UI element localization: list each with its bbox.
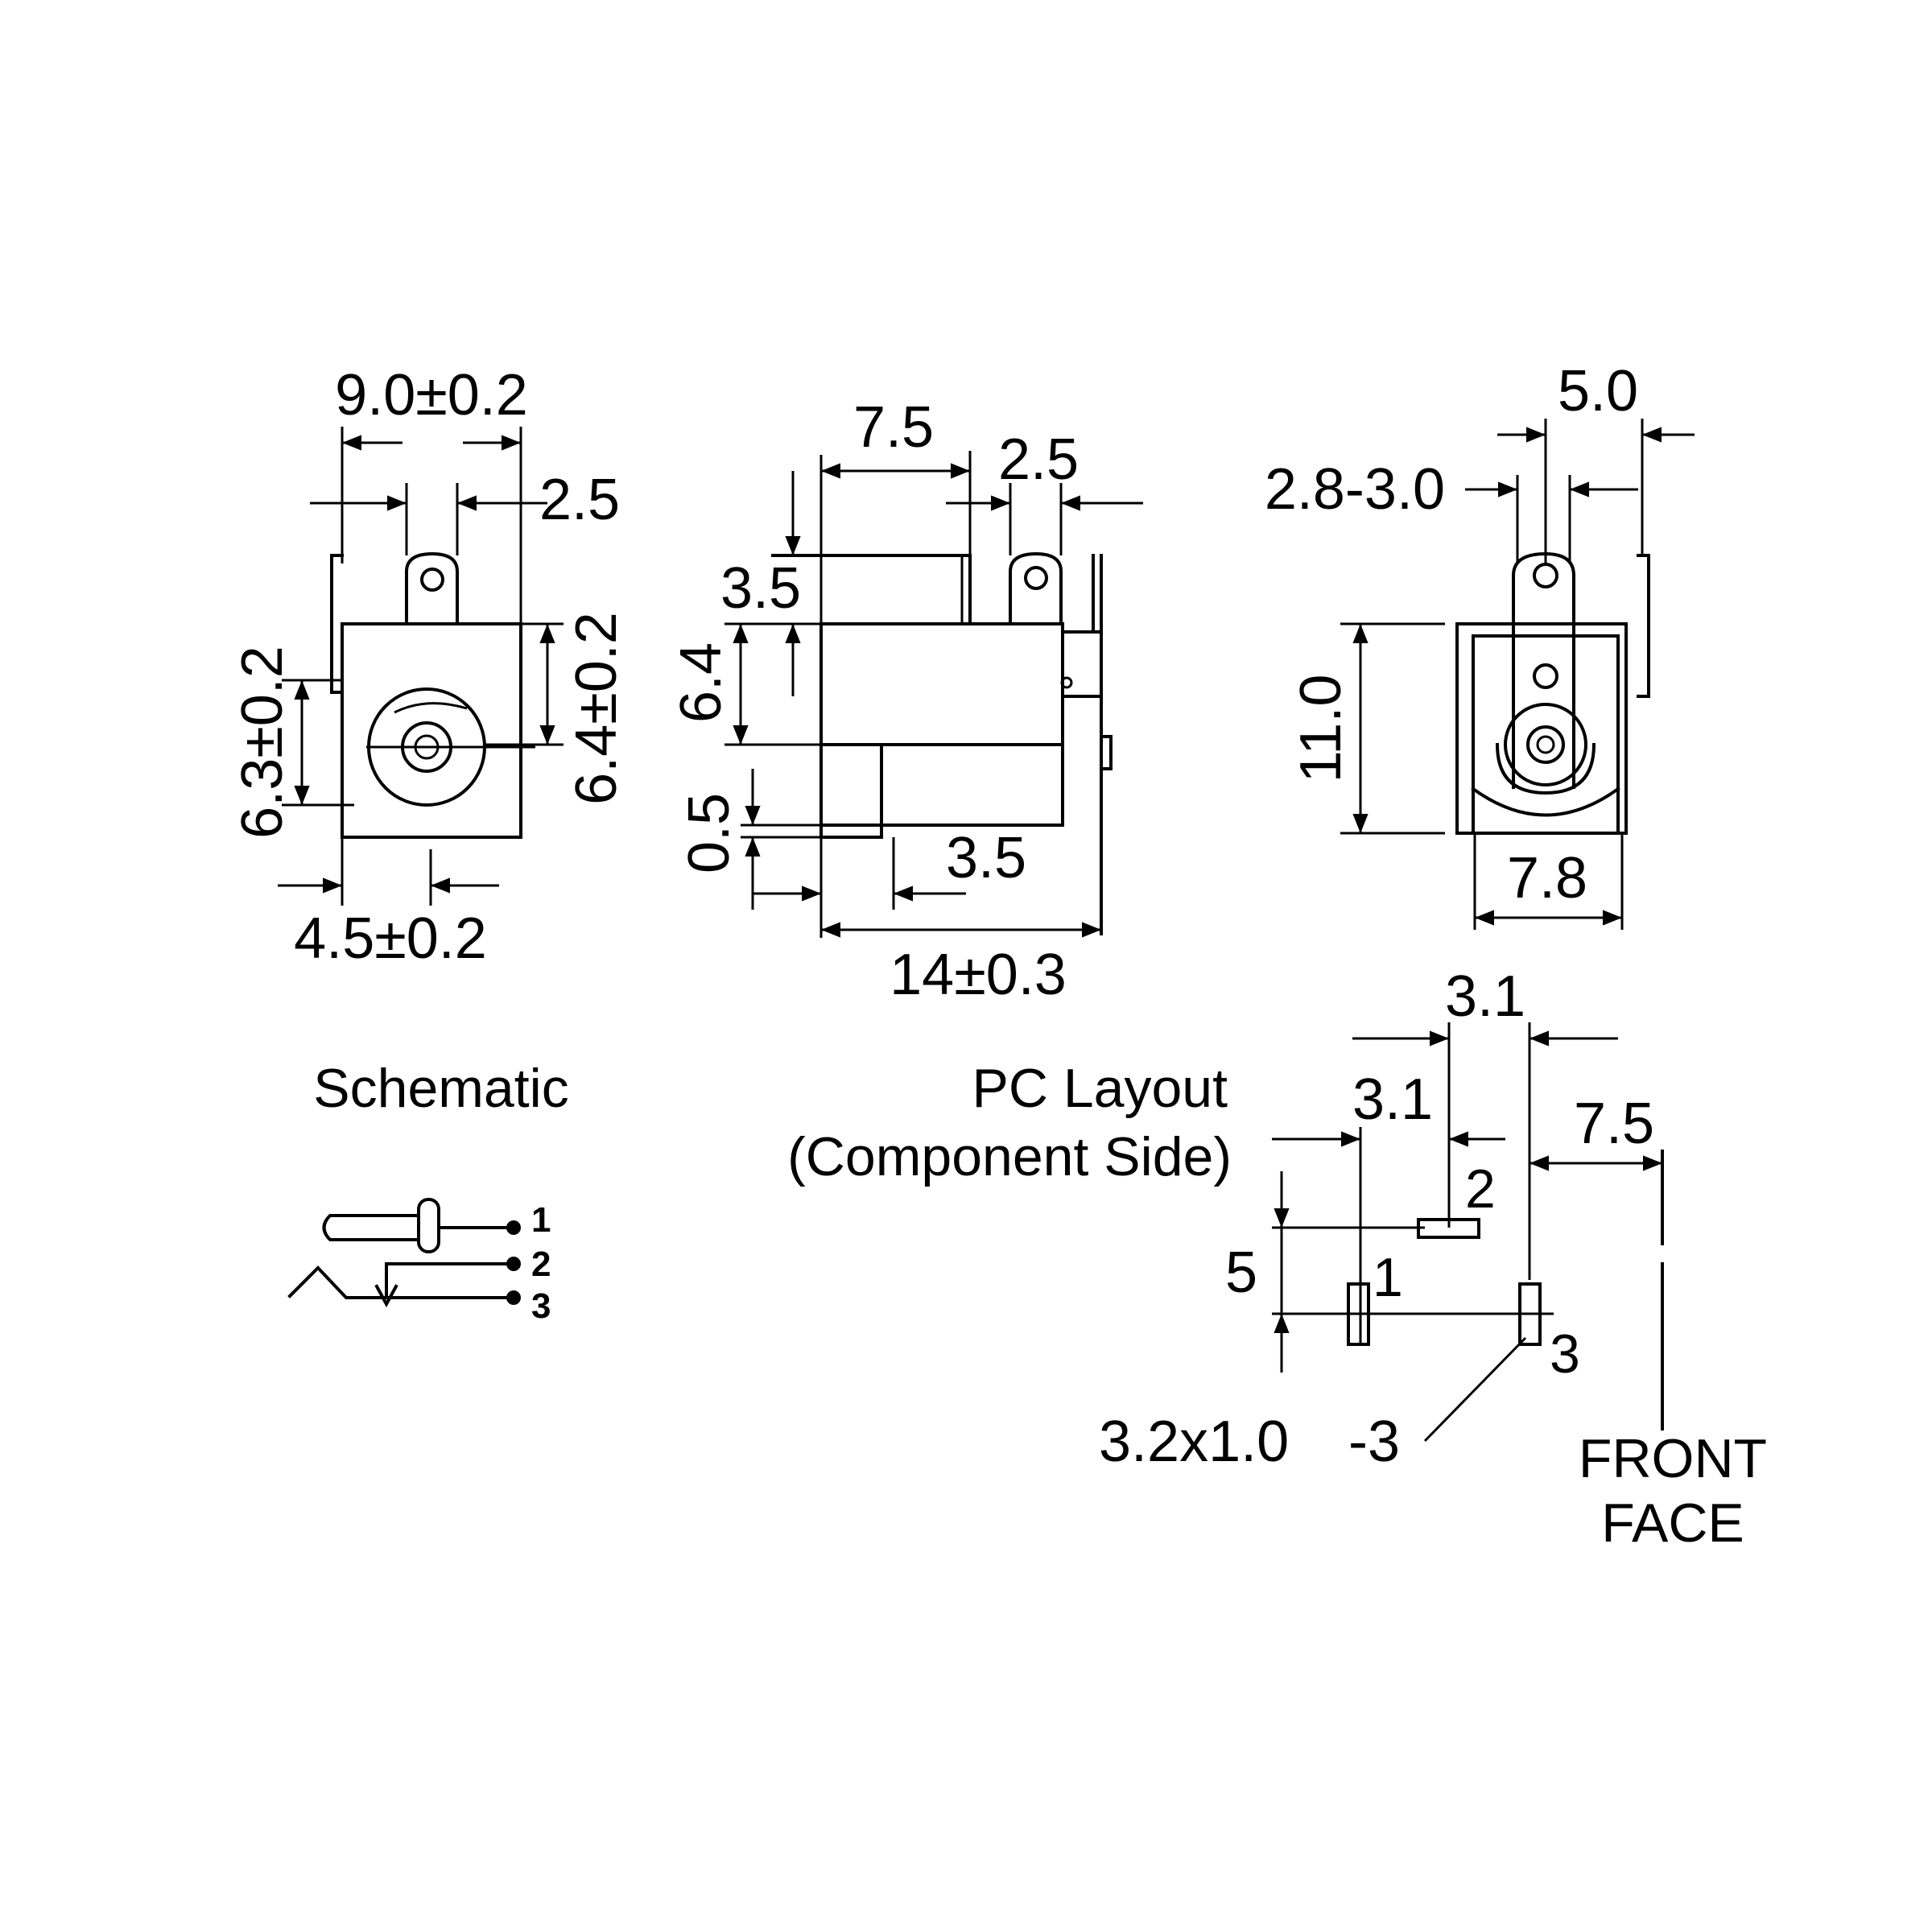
pc-vertical-dim: 5 <box>1225 1241 1257 1305</box>
pc-pad-3 <box>1518 1282 1542 1346</box>
front-face-label: FRONT <box>1579 1428 1767 1489</box>
pc-pad-tol-dim: -3 <box>1348 1410 1400 1474</box>
schematic-symbol: 1 2 3 <box>287 1198 551 1326</box>
side-bottom-inner-dim: 3.5 <box>946 826 1026 890</box>
side-length-dim: 14±0.3 <box>890 943 1067 1007</box>
schematic-label: Schematic <box>313 1058 568 1119</box>
side-upper-vertical-dim: 3.5 <box>720 556 801 621</box>
back-pin-width-dim: 2.8-3.0 <box>1265 457 1445 522</box>
schematic-pin-1: 1 <box>531 1200 551 1240</box>
front-height-left-dim: 6.3±0.2 <box>230 646 295 839</box>
pc-mid-spacing-dim: 3.1 <box>1352 1067 1433 1132</box>
side-mid-vertical-dim: 6.4 <box>669 642 733 723</box>
side-top-right-dim: 2.5 <box>998 427 1079 492</box>
front-width-dim: 9.0±0.2 <box>335 363 528 427</box>
pc-layout-label: PC Layout <box>972 1058 1228 1119</box>
front-height-right-dim: 6.4±0.2 <box>564 612 629 805</box>
front-face-label-2: FACE <box>1601 1492 1744 1554</box>
front-tab-dim: 2.5 <box>539 468 620 532</box>
back-view: 5.0 2.8-3.0 11.0 7.8 <box>1265 359 1695 930</box>
schematic-pin-3: 3 <box>531 1286 551 1326</box>
pc-pad-1 <box>1347 1282 1370 1346</box>
front-bottom-dim: 4.5±0.2 <box>294 906 487 971</box>
pc-pad-size-dim: 3.2x1.0 <box>1099 1410 1289 1474</box>
side-top-left-dim: 7.5 <box>853 395 934 460</box>
back-bottom-width-dim: 7.8 <box>1507 846 1587 910</box>
pc-layout: 3.1 3.1 7.5 FRONT FACE 5 2 1 3 3.2x1.0 -… <box>1099 964 1767 1554</box>
back-top-width-dim: 5.0 <box>1558 359 1638 423</box>
pc-pad-label-3: 3 <box>1550 1323 1580 1385</box>
pc-top-spacing-dim: 3.1 <box>1445 964 1525 1029</box>
pc-layout-sublabel: (Component Side) <box>787 1126 1232 1187</box>
schematic-pin-2: 2 <box>531 1245 551 1284</box>
front-view: 9.0±0.2 2.5 6.3±0.2 6.4±0.2 4.5±0.2 <box>230 363 629 971</box>
pc-offset-dim: 7.5 <box>1574 1092 1654 1156</box>
side-view: 7.5 2.5 3.5 6.4 0.5 3.5 14±0.3 <box>669 395 1143 1007</box>
pc-pad-label-2: 2 <box>1465 1158 1496 1220</box>
back-height-dim: 11.0 <box>1289 675 1353 783</box>
side-lower-vertical-dim: 0.5 <box>677 793 741 873</box>
pc-pad-2 <box>1417 1218 1480 1239</box>
pc-pad-label-1: 1 <box>1373 1247 1403 1308</box>
